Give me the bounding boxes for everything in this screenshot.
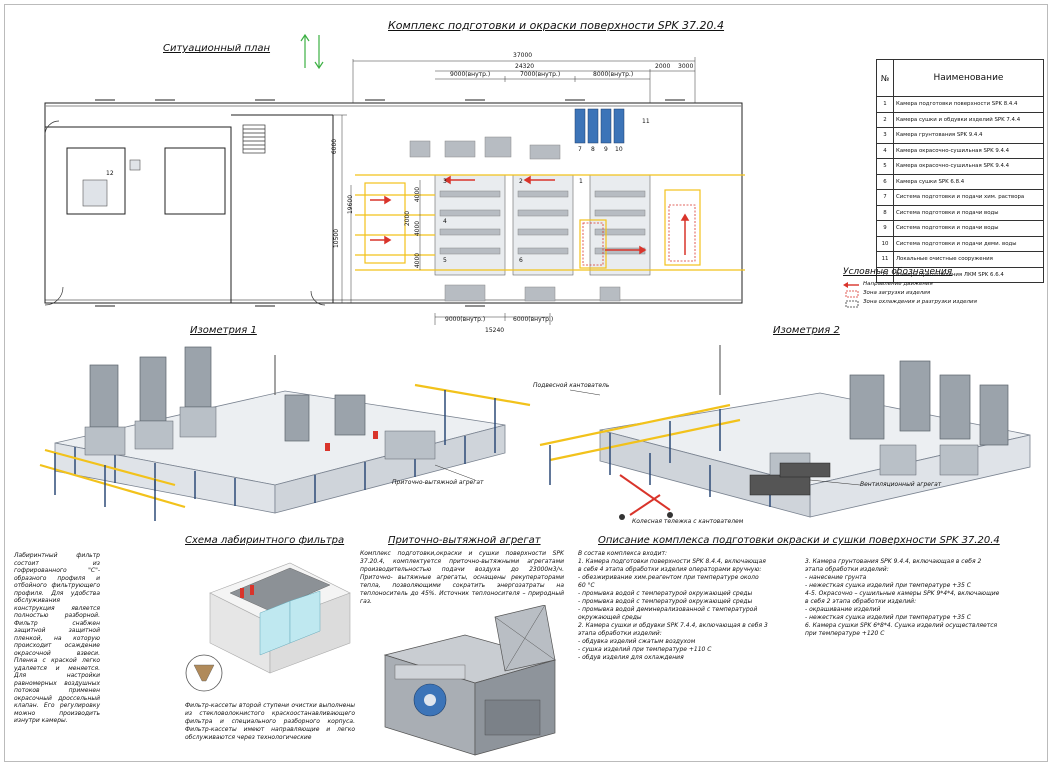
marker-2: 2	[519, 178, 523, 185]
isometry-1-drawing	[39, 346, 531, 521]
cooling-zone-icon	[845, 300, 859, 308]
dim-2000-v: 2000	[404, 210, 412, 227]
marker-1: 1	[579, 178, 583, 185]
dim-10500: 10500	[333, 228, 341, 249]
dim-2000: 2000	[655, 63, 671, 70]
dim-6000-bottom: 6000(внутр.)	[513, 316, 554, 323]
iso1-label: Приточно-вытяжной агрегат	[392, 479, 484, 486]
marker-7: 7	[578, 146, 582, 153]
legend-heading: Условные обозначения	[843, 267, 953, 277]
air-handling-unit-drawing	[383, 605, 557, 756]
dim-19600: 19600	[347, 194, 355, 215]
dim-4000-c: 4000	[414, 252, 422, 269]
loading-zone-icon	[845, 290, 859, 298]
marker-9: 9	[604, 146, 608, 153]
dim-4000-a: 4000	[414, 186, 422, 203]
dim-24320: 24320	[515, 63, 535, 70]
marker-11: 11	[642, 118, 650, 125]
drawing-sheet: Комплекс подготовки и окраски поверхност…	[4, 4, 1048, 762]
dim-6000-v: 6000	[331, 138, 339, 155]
table-header-no: №	[876, 59, 894, 97]
marker-4: 4	[443, 218, 447, 225]
dim-total: 37000	[513, 52, 533, 59]
legend-item: Зона охлаждения и разгрузки изделия	[863, 299, 977, 305]
marker-12: 12	[106, 170, 114, 177]
labyrinth-heading: Схема лабиринтного фильтра	[185, 535, 345, 546]
labyrinth-text: Лабиринтный фильтр состоит из гофрирован…	[14, 552, 100, 724]
description-column-2: 3. Камера грунтования SPK 9.4.4, включаю…	[805, 558, 1000, 637]
marker-10: 10	[615, 146, 623, 153]
dim-9000: 9000(внутр.)	[450, 71, 491, 78]
legend-item: Зона загрузки изделия	[863, 290, 931, 296]
iso2-label-vent: Вентиляционный агрегат	[860, 481, 942, 488]
description-column-1: В состав комплекса входит:1. Камера подг…	[578, 550, 768, 661]
plan-heading: Ситуационный план	[163, 43, 271, 54]
marker-3: 3	[443, 178, 447, 185]
marker-5: 5	[443, 257, 447, 264]
marker-6: 6	[519, 257, 523, 264]
dim-9000-bottom: 9000(внутр.)	[445, 316, 486, 323]
isometry-2-drawing	[539, 345, 1031, 520]
table-header-name: Наименование	[893, 59, 1044, 97]
iso1-heading: Изометрия 1	[190, 325, 257, 336]
cassette-text: Фильтр-кассеты второй ступени очистки вы…	[185, 702, 355, 741]
arrow-icon	[843, 282, 859, 288]
legend-symbols	[843, 282, 859, 308]
ahu-heading: Приточно-вытяжной агрегат	[388, 535, 541, 546]
dim-3000: 3000	[678, 63, 694, 70]
labyrinth-filter-drawing	[185, 562, 351, 692]
iso2-heading: Изометрия 2	[773, 325, 840, 336]
legend-item: Направление движения	[863, 281, 933, 287]
ahu-text: Комплекс подготовки,окраски и сушки пове…	[360, 550, 564, 605]
iso2-label-hoist: Подвесной кантователь	[533, 382, 610, 389]
dim-7000: 7000(внутр.)	[520, 71, 561, 78]
description-heading: Описание комплекса подготовки окраски и …	[598, 535, 1000, 546]
dim-15240: 15240	[485, 327, 505, 334]
situational-plan	[44, 33, 745, 325]
marker-8: 8	[591, 146, 595, 153]
iso2-label-cart: Колесная тележка с кантователем	[632, 518, 744, 525]
north-arrows-icon	[300, 33, 324, 70]
dim-4000-b: 4000	[414, 220, 422, 237]
page-title: Комплекс подготовки и окраски поверхност…	[388, 19, 725, 32]
dim-8000: 8000(внутр.)	[593, 71, 634, 78]
